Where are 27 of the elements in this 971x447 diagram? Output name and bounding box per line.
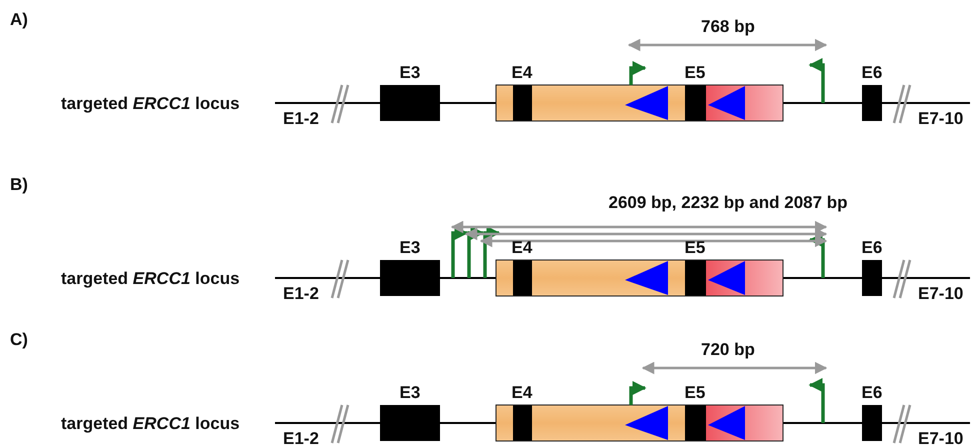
size-label: 720 bp [701,340,755,360]
exon-label: E3 [400,63,420,83]
exon-range-label: E1-2 [283,109,319,129]
exon-label: E5 [684,238,706,258]
exon-label: E6 [862,383,882,403]
locus-label: targeted ERCC1 locus [61,94,240,114]
exon-range-label: E7-10 [918,109,964,129]
exon-label: E6 [862,238,882,258]
exon-label: E6 [862,63,882,83]
exon-label: E3 [400,383,420,403]
exon-label: E5 [684,63,706,83]
size-label: 2609 bp, 2232 bp and 2087 bp [608,193,848,213]
exon-label: E4 [512,238,532,258]
panel-label: C) [10,330,28,350]
exon-range-label: E1-2 [283,284,319,304]
locus-label: targeted ERCC1 locus [61,269,240,289]
exon-label: E3 [400,238,420,258]
locus-label: targeted ERCC1 locus [61,414,240,434]
exon-range-label: E7-10 [918,284,964,304]
exon-label: E4 [512,63,532,83]
exon-label: E4 [512,383,532,403]
panel-label: B) [10,175,28,195]
exon-range-label: E1-2 [283,429,319,447]
exon-label: E5 [684,383,706,403]
panel-label: A) [10,10,28,30]
exon-range-label: E7-10 [918,429,964,447]
size-label: 768 bp [701,17,755,37]
